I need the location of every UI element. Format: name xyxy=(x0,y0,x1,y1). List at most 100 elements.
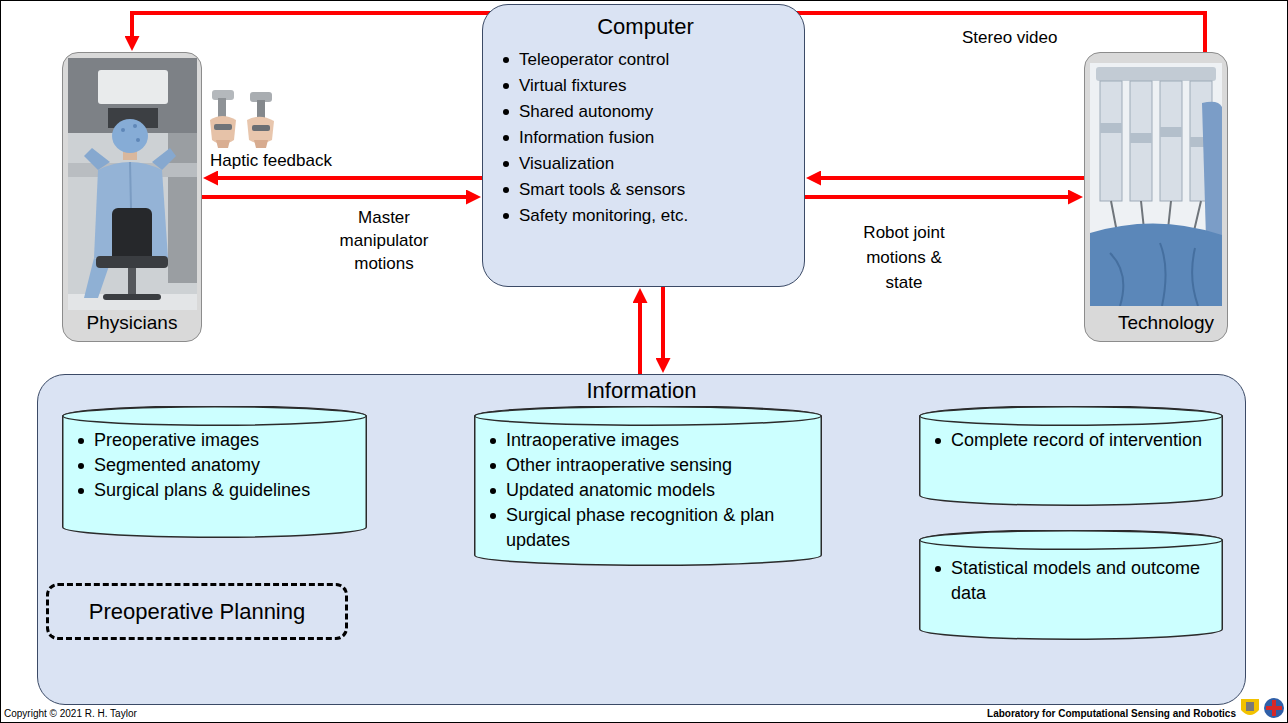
drawing-part xyxy=(218,98,226,122)
bullet-item: Surgical phase recognition & plan update… xyxy=(484,503,812,553)
label-text: Surgical plans & guidelines xyxy=(94,480,310,500)
label-text: Intraoperative images xyxy=(506,430,679,450)
data-store: Statistical models and outcome data xyxy=(919,530,1223,640)
drawing-part xyxy=(1264,698,1284,718)
bullet-dot xyxy=(503,161,509,167)
drawing-part xyxy=(250,92,272,102)
bullet-item: Virtual fixtures xyxy=(497,73,794,99)
cylinder-top xyxy=(475,407,822,426)
surgeon-console-photo xyxy=(68,58,197,310)
bullet-item: Surgical plans & guidelines xyxy=(72,478,357,503)
actor-box: Technology xyxy=(1084,52,1228,342)
drawing-part xyxy=(247,92,274,148)
edge-label: Haptic feedback xyxy=(210,151,332,170)
photo-holder xyxy=(1085,53,1227,310)
label-text: Surgical phase recognition & plan update… xyxy=(506,505,774,550)
bullet-item: Information fusion xyxy=(497,125,794,151)
label-text: Preoperative images xyxy=(94,430,259,450)
edge-label: Stereo video xyxy=(962,28,1057,47)
drawing-part xyxy=(1246,702,1254,711)
cylinder-body xyxy=(63,406,367,537)
data-store: Complete record of intervention xyxy=(919,406,1223,506)
label-text: Other intraoperative sensing xyxy=(506,455,732,475)
bullet-item: Teleoperator control xyxy=(497,47,794,73)
bullet-dot xyxy=(935,566,941,572)
drawing-part xyxy=(98,70,168,104)
drawing-part xyxy=(103,294,161,300)
process-box: Preoperative Planning xyxy=(46,583,348,640)
drawing-part xyxy=(212,90,234,100)
edge-label-holder: Stereo video xyxy=(962,27,1072,49)
bullet-dot xyxy=(503,57,509,63)
lab-logos xyxy=(1241,698,1284,718)
drawing-part xyxy=(121,128,125,132)
drawing-part xyxy=(1241,699,1259,715)
drawing-part xyxy=(112,208,152,263)
bullet-dot xyxy=(935,438,941,444)
label-text: Shared autonomy xyxy=(519,102,653,121)
process-box: ComputerTeleoperator controlVirtual fixt… xyxy=(482,4,805,287)
drawing-part xyxy=(210,116,236,144)
data-store: Intraoperative imagesOther intraoperativ… xyxy=(474,406,822,566)
drawing-part xyxy=(1160,127,1182,137)
label-text: Segmented anatomy xyxy=(94,455,260,475)
drawing-part xyxy=(1272,700,1276,716)
photo-holder xyxy=(63,53,201,310)
box-caption: Technology xyxy=(1085,310,1227,336)
bullet-dot xyxy=(490,438,496,444)
drawing-part xyxy=(1160,81,1182,201)
box-heading: Information xyxy=(38,377,1245,405)
arrow-connector xyxy=(661,287,665,358)
cylinder-top xyxy=(920,531,1223,550)
footer-holder: Laboratory for Computational Sensing and… xyxy=(900,708,1236,720)
drawing-part xyxy=(152,148,176,170)
surgical-robot-photo xyxy=(1090,63,1222,306)
cylinder-body xyxy=(920,530,1223,639)
data-store: Preoperative imagesSegmented anatomySurg… xyxy=(62,406,367,538)
label-text: Teleoperator control xyxy=(519,50,669,69)
bullet-item: Preoperative images xyxy=(72,428,357,453)
label-text: Information fusion xyxy=(519,128,654,147)
drawing-part xyxy=(136,138,140,142)
drawing-part xyxy=(128,268,136,294)
edge-label-holder: Robot joint motions & state xyxy=(852,220,956,295)
bullet-dot xyxy=(78,463,84,469)
drawing-part xyxy=(254,140,268,148)
bullet-dot xyxy=(503,83,509,89)
bullet-dot xyxy=(490,513,496,519)
drawing-part xyxy=(257,100,265,122)
label-text: Technology xyxy=(1118,312,1214,333)
footer-holder: Copyright © 2021 R. H. Taylor xyxy=(4,708,304,720)
bullet-dot xyxy=(503,109,509,115)
drawing-part xyxy=(1100,123,1122,133)
arrow-connector xyxy=(821,176,1084,180)
cylinder-top xyxy=(920,407,1223,426)
drawing-part xyxy=(1090,223,1222,306)
bullet-item: Visualization xyxy=(497,151,794,177)
box-caption: Preoperative Planning xyxy=(81,599,313,625)
bullet-item: Smart tools & sensors xyxy=(497,177,794,203)
drawing-part xyxy=(1266,706,1282,710)
drawing-part xyxy=(133,124,137,128)
drawing-part xyxy=(1090,63,1222,306)
arrow-connector xyxy=(202,195,466,199)
label-text: Preoperative Planning xyxy=(89,599,305,624)
heading-text: Information xyxy=(586,378,696,403)
edge-label-holder: Master manipulator motions xyxy=(328,206,440,275)
bullet-dot xyxy=(78,488,84,494)
lab-name: Laboratory for Computational Sensing and… xyxy=(987,708,1236,719)
drawing-part xyxy=(1100,81,1122,201)
box-caption: Physicians xyxy=(63,310,201,336)
label-text: Complete record of intervention xyxy=(951,430,1202,450)
group-panel: InformationPreoperative imagesSegmented … xyxy=(37,374,1246,705)
label-text: Statistical models and outcome data xyxy=(951,558,1200,603)
drawing-part xyxy=(112,119,148,153)
edge-label: Master manipulator motions xyxy=(340,208,429,273)
label-text: Virtual fixtures xyxy=(519,76,626,95)
label-text: Updated anatomic models xyxy=(506,480,715,500)
bullet-item: Updated anatomic models xyxy=(484,478,812,503)
cylinder-body xyxy=(920,406,1223,505)
label-text: Smart tools & sensors xyxy=(519,180,685,199)
